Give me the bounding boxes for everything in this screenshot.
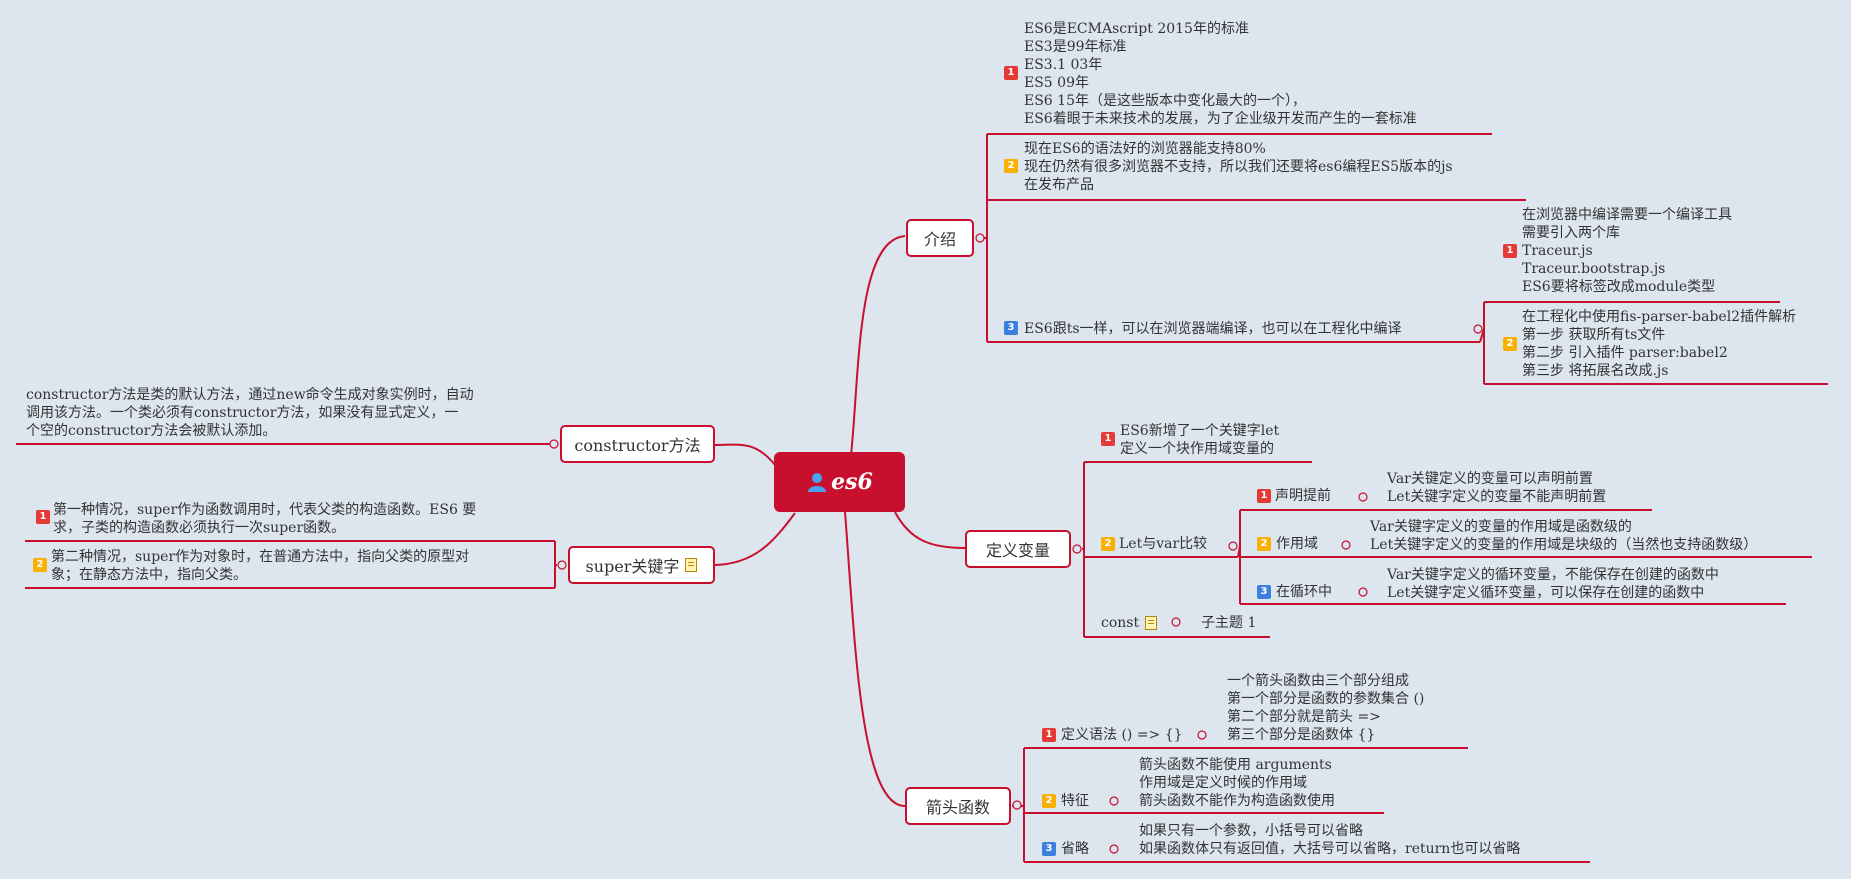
const-child[interactable]: 子主题 1 xyxy=(1201,615,1257,631)
arrow-item-2-line: 箭头函数不能作为构造函数使用 xyxy=(1139,793,1335,809)
compare-badge: 2 xyxy=(1101,537,1115,551)
constructor-note-line: 个空的constructor方法会被默认添加。 xyxy=(26,423,277,439)
topic-super-label: super关键字 xyxy=(585,557,680,576)
arrow-item-3-line: 如果函数体只有返回值，大括号可以省略，return也可以省略 xyxy=(1139,841,1521,857)
intro-sub-2-line: 在工程化中使用fis-parser-babel2插件解析 xyxy=(1522,309,1797,325)
constructor-note-line: constructor方法是类的默认方法，通过new命令生成对象实例时，自动 xyxy=(26,387,474,403)
compare-label[interactable]: Let与var比较 xyxy=(1119,536,1208,552)
intro-item-1-line: ES6是ECMAscript 2015年的标准 xyxy=(1024,21,1249,37)
intro-item-2-line: 现在仍然有很多浏览器不支持，所以我们还要将es6编程ES5版本的js xyxy=(1024,159,1453,175)
scope-badge: 2 xyxy=(1257,537,1271,551)
note-icon xyxy=(1145,616,1158,630)
const-label: const xyxy=(1101,615,1140,631)
topic-arrow-function-label: 箭头函数 xyxy=(925,798,990,817)
arrow-item-2-badge: 2 xyxy=(1042,794,1056,808)
topic-intro-label: 介绍 xyxy=(923,230,956,249)
arrow-item-2-line: 箭头函数不能使用 arguments xyxy=(1139,757,1332,773)
topic-define-variable-label: 定义变量 xyxy=(985,541,1050,560)
intro-sub-1-line: 在浏览器中编译需要一个编译工具 xyxy=(1522,207,1732,223)
intro-item-2-badge: 2 xyxy=(1004,159,1018,173)
intro-sub-2-line: 第三步 将拓展名改成.js xyxy=(1522,363,1669,379)
arrow-item-1-line: 第二个部分就是箭头 => xyxy=(1227,709,1381,725)
loop-line: Var关键字定义的循环变量，不能保存在创建的函数中 xyxy=(1387,567,1719,583)
arrow-item-3-label[interactable]: 省略 xyxy=(1061,841,1089,857)
define-item-1-line: ES6新增了一个关键字let xyxy=(1120,423,1280,439)
intro-sub-1-line: 需要引入两个库 xyxy=(1522,225,1620,241)
super-item-1-badge: 1 xyxy=(36,510,50,524)
intro-item-2-line: 在发布产品 xyxy=(1024,177,1094,193)
topic-define-variable[interactable]: 定义变量 xyxy=(965,530,1071,568)
hoist-label[interactable]: 声明提前 xyxy=(1275,488,1331,504)
intro-item-1-line: ES5 09年 xyxy=(1024,75,1089,91)
intro-sub-2-badge: 2 xyxy=(1503,337,1517,351)
loop-line: Let关键字定义循环变量，可以保存在创建的函数中 xyxy=(1387,585,1705,601)
topic-constructor[interactable]: constructor方法 xyxy=(560,425,715,463)
const-item[interactable]: const xyxy=(1101,614,1158,632)
topic-constructor-label: constructor方法 xyxy=(574,436,701,455)
arrow-item-3-line: 如果只有一个参数，小括号可以省略 xyxy=(1139,823,1363,839)
intro-item-1-line: ES6 15年（是这些版本中变化最大的一个）， xyxy=(1024,93,1306,109)
super-item-1-line: 第一种情况，super作为函数调用时，代表父类的构造函数。ES6 要 xyxy=(53,502,477,518)
user-icon xyxy=(808,473,827,492)
super-item-1-line: 求，子类的构造函数必须执行一次super函数。 xyxy=(53,520,346,536)
intro-sub-2-line: 第一步 获取所有ts文件 xyxy=(1522,327,1666,343)
arrow-item-1-badge: 1 xyxy=(1042,728,1056,742)
intro-item-1-badge: 1 xyxy=(1004,66,1018,80)
intro-item-3-label[interactable]: ES6跟ts一样，可以在浏览器端编译，也可以在工程化中编译 xyxy=(1024,321,1402,337)
hoist-badge: 1 xyxy=(1257,489,1271,503)
intro-item-1-line: ES3是99年标准 xyxy=(1024,39,1127,55)
arrow-item-1-line: 一个箭头函数由三个部分组成 xyxy=(1227,673,1409,689)
arrow-item-3-badge: 3 xyxy=(1042,842,1056,856)
scope-line: Var关键字定义的变量的作用域是函数级的 xyxy=(1370,519,1632,535)
define-item-1-badge: 1 xyxy=(1101,432,1115,446)
topic-arrow-function[interactable]: 箭头函数 xyxy=(905,787,1011,825)
intro-item-1-line: ES3.1 03年 xyxy=(1024,57,1103,73)
super-item-2-line: 象；在静态方法中，指向父类。 xyxy=(51,567,247,583)
loop-badge: 3 xyxy=(1257,585,1271,599)
arrow-item-1-label[interactable]: 定义语法 () => {} xyxy=(1061,727,1183,743)
intro-sub-2-line: 第二步 引入插件 parser:babel2 xyxy=(1522,345,1728,361)
constructor-note-line: 调用该方法。一个类必须有constructor方法，如果没有显式定义，一 xyxy=(26,405,459,421)
note-icon xyxy=(685,558,698,572)
arrow-item-1-line: 第一个部分是函数的参数集合 () xyxy=(1227,691,1425,707)
intro-sub-1-line: Traceur.bootstrap.js xyxy=(1522,261,1666,277)
arrow-item-2-line: 作用域是定义时候的作用域 xyxy=(1139,775,1307,791)
hoist-line: Var关键定义的变量可以声明前置 xyxy=(1387,471,1593,487)
root-label: es6 xyxy=(831,469,873,495)
root-topic[interactable]: es6 xyxy=(774,452,905,512)
intro-item-2-line: 现在ES6的语法好的浏览器能支持80% xyxy=(1024,141,1266,157)
intro-sub-1-line: Traceur.js xyxy=(1522,243,1593,259)
super-item-2-badge: 2 xyxy=(33,558,47,572)
super-item-2-line: 第二种情况，super作为对象时，在普通方法中，指向父类的原型对 xyxy=(51,549,470,565)
intro-item-3-badge: 3 xyxy=(1004,321,1018,335)
define-item-1-line: 定义一个块作用域变量的 xyxy=(1120,441,1274,457)
intro-item-1-line: ES6着眼于未来技术的发展，为了企业级开发而产生的一套标准 xyxy=(1024,111,1417,127)
loop-label[interactable]: 在循环中 xyxy=(1276,584,1332,600)
scope-label[interactable]: 作用域 xyxy=(1276,536,1318,552)
scope-line: Let关键字定义的变量的作用域是块级的（当然也支持函数级） xyxy=(1370,537,1758,553)
intro-sub-1-badge: 1 xyxy=(1503,244,1517,258)
topic-super[interactable]: super关键字 xyxy=(568,546,715,584)
arrow-item-1-line: 第三个部分是函数体 {} xyxy=(1227,727,1376,743)
intro-sub-1-line: ES6要将标签改成module类型 xyxy=(1522,279,1716,295)
topic-intro[interactable]: 介绍 xyxy=(906,219,974,257)
arrow-item-2-label[interactable]: 特征 xyxy=(1061,793,1089,809)
hoist-line: Let关键字定义的变量不能声明前置 xyxy=(1387,489,1607,505)
